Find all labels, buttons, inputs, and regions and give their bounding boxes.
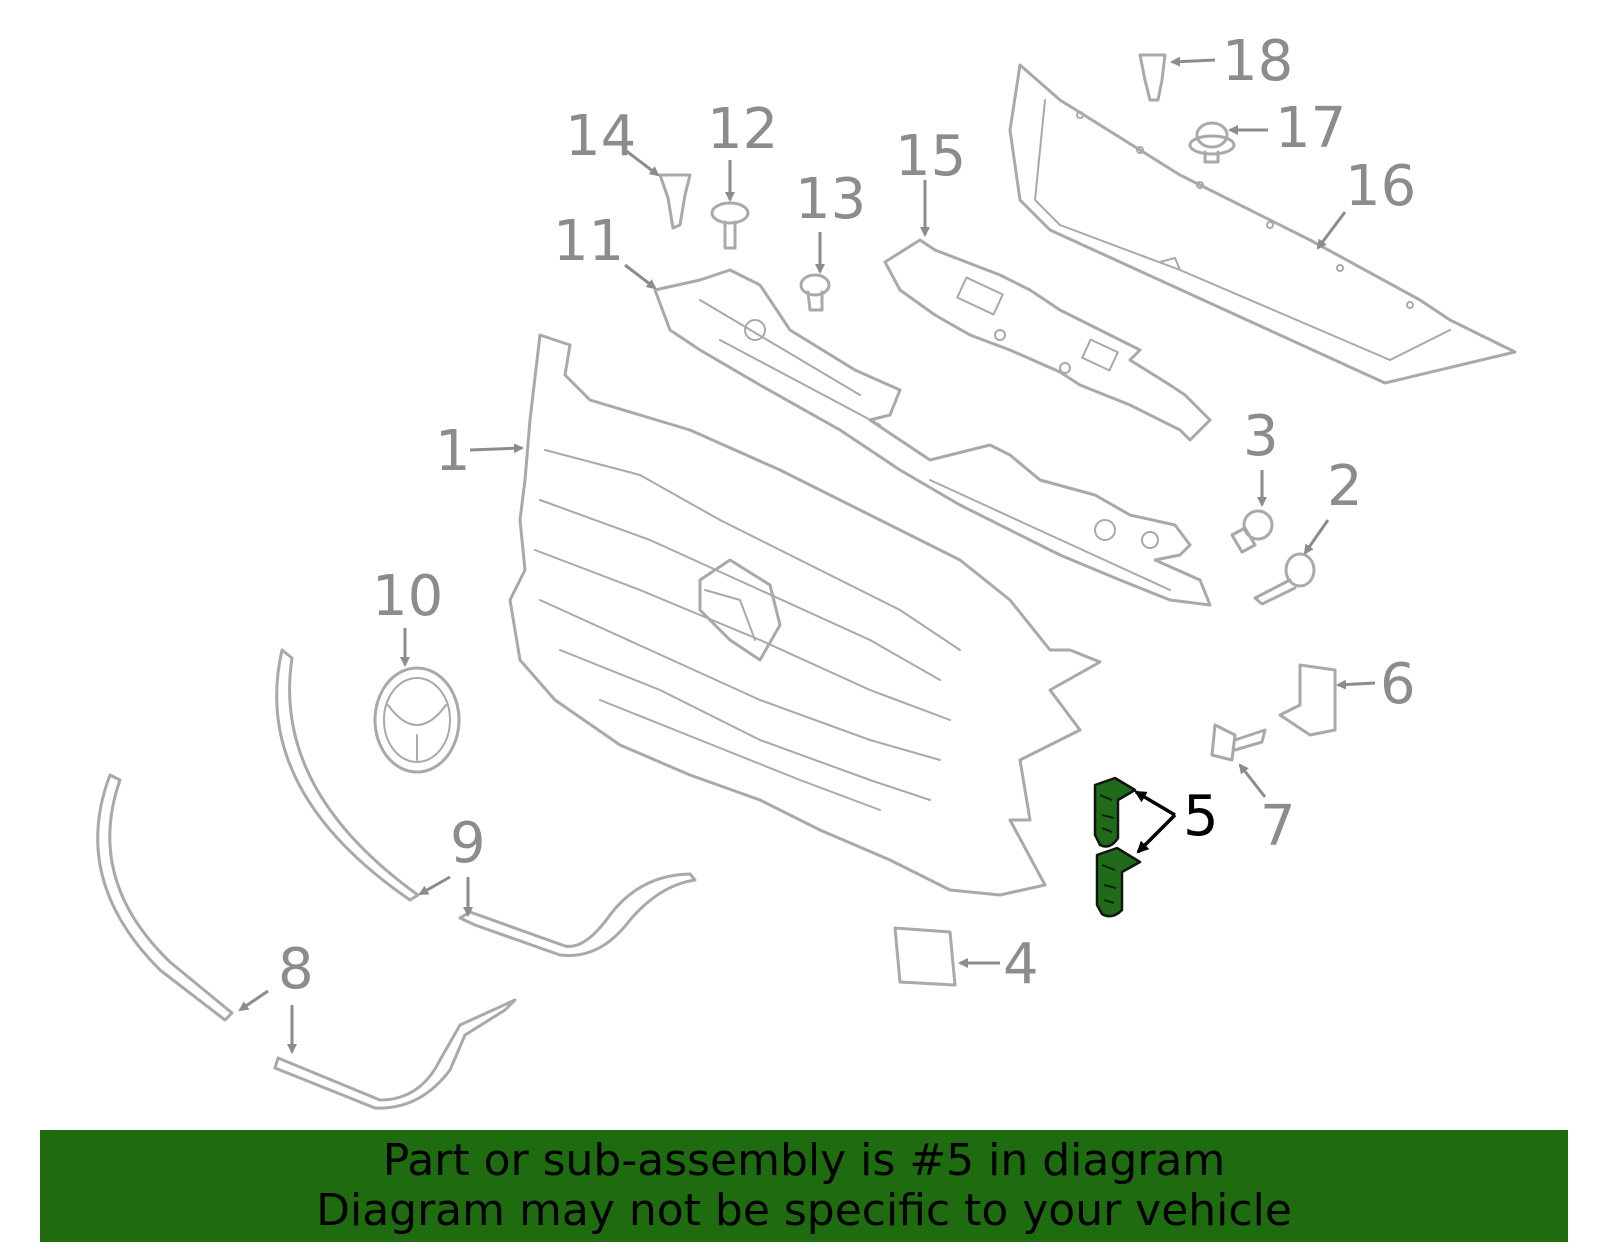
callout-16: 16 <box>1345 154 1416 219</box>
part-8-molding <box>96 773 517 1110</box>
part-11-bracket <box>653 268 1212 607</box>
callout-3: 3 <box>1243 404 1279 469</box>
callout-11: 11 <box>553 209 624 274</box>
callout-5: 5 <box>1183 784 1219 849</box>
part-6-bracket <box>1278 663 1337 737</box>
part-10-emblem <box>373 666 461 774</box>
part-17-grommet <box>1188 121 1236 164</box>
callout-2: 2 <box>1327 454 1363 519</box>
callout-9: 9 <box>450 811 486 876</box>
part-5-bracket-upper <box>1093 776 1137 848</box>
part-13-clip <box>799 273 831 312</box>
callout-15: 15 <box>895 124 966 189</box>
part-7-bolt <box>1210 723 1267 762</box>
callout-12: 12 <box>707 97 778 162</box>
callout-4: 4 <box>1003 932 1039 997</box>
part-14-clip <box>658 173 692 230</box>
callout-17: 17 <box>1275 96 1346 161</box>
leader-lines <box>238 56 1376 1054</box>
info-banner: Part or sub-assembly is #5 in diagram Di… <box>40 1130 1568 1242</box>
callout-10: 10 <box>372 564 443 629</box>
callout-13: 13 <box>795 167 866 232</box>
callout-14: 14 <box>565 104 636 169</box>
callout-18: 18 <box>1222 29 1293 94</box>
part-2-screw <box>1253 552 1316 606</box>
callout-labels: 1 2 3 4 5 6 7 8 9 10 11 12 13 14 15 16 1… <box>278 29 1416 1002</box>
callout-6: 6 <box>1380 652 1416 717</box>
callout-7: 7 <box>1260 794 1296 859</box>
callout-1: 1 <box>435 419 471 484</box>
part-5-bracket-lower <box>1095 846 1142 918</box>
callout-8: 8 <box>278 937 314 1002</box>
part-16-upper-panel <box>1008 63 1517 385</box>
part-18-clip <box>1138 53 1167 102</box>
banner-line-2: Diagram may not be specific to your vehi… <box>316 1185 1292 1236</box>
banner-line-1: Part or sub-assembly is #5 in diagram <box>382 1135 1226 1186</box>
part-15-plate <box>883 238 1212 442</box>
part-4-cover <box>893 926 957 987</box>
part-3-clip <box>1230 509 1274 554</box>
part-1-grille <box>508 333 1102 897</box>
part-12-grommet <box>710 201 750 250</box>
part-9-molding <box>275 648 697 958</box>
